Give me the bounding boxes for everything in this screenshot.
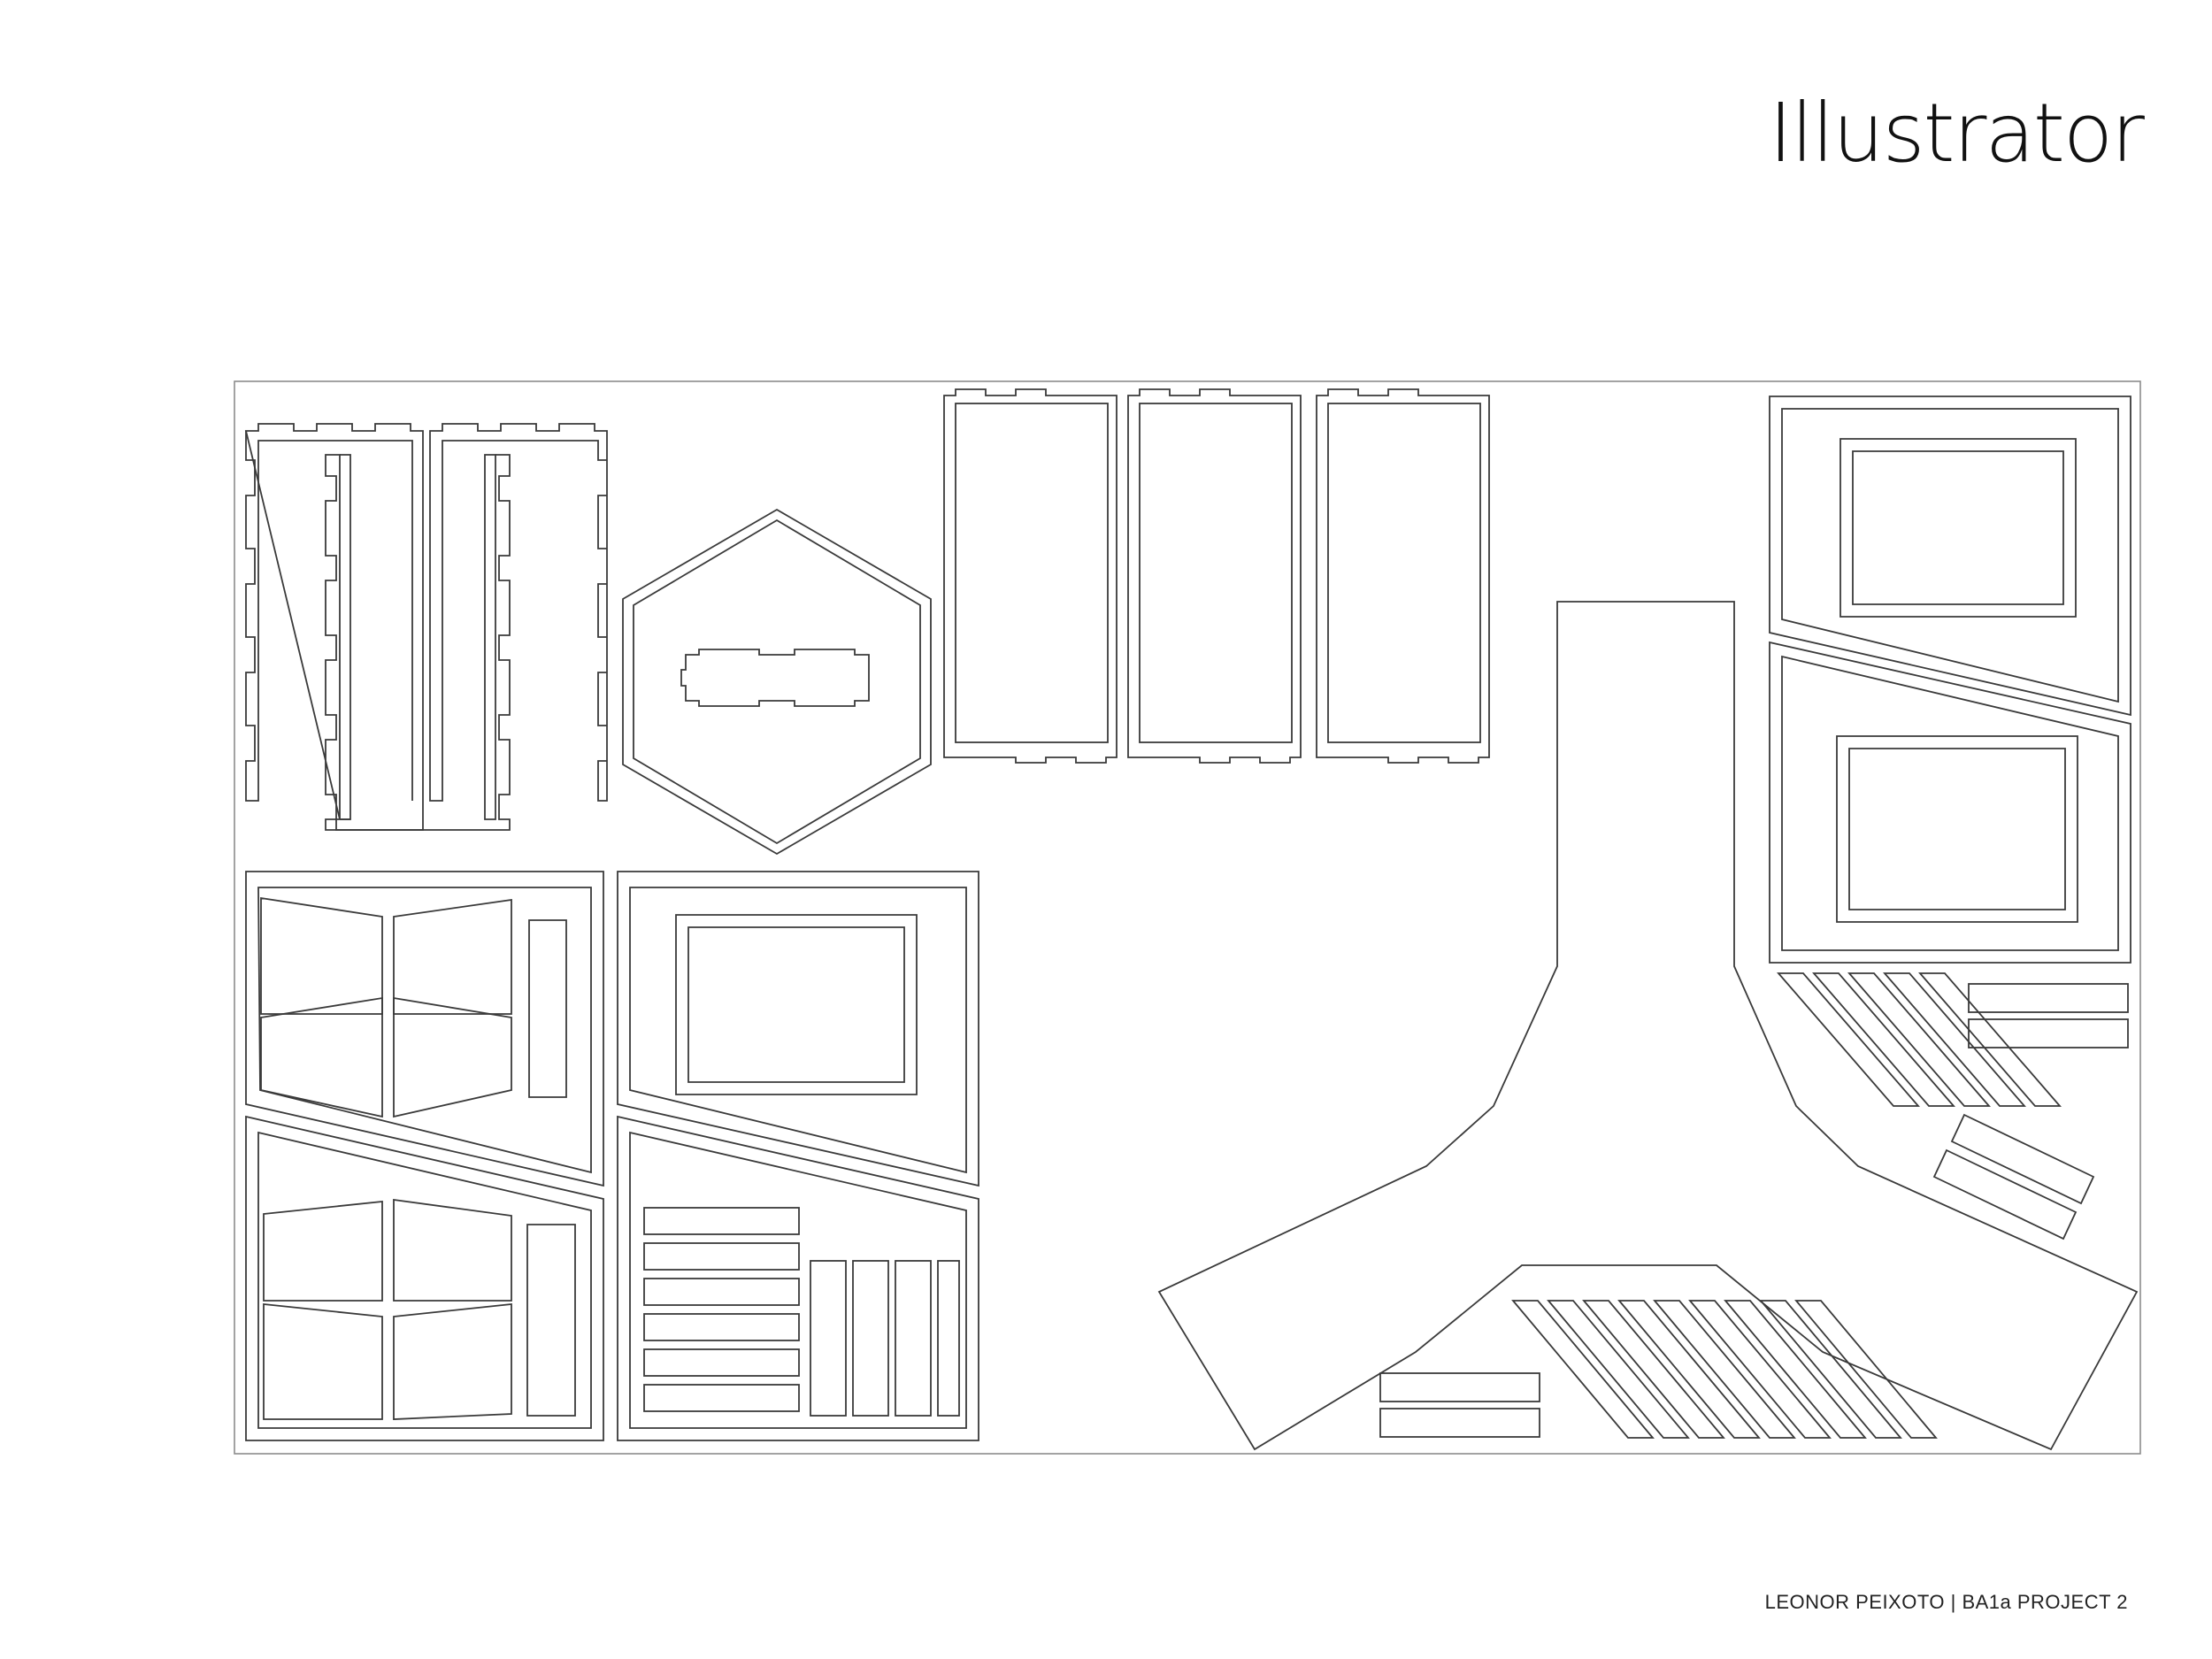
- sheet-border: [234, 380, 2141, 1455]
- credit-footer: LEONOR PEIXOTO | BA1a PROJECT 2: [1764, 1591, 2128, 1613]
- rectangular-frame-panel: [943, 388, 1118, 764]
- rectangular-frame-panel: [1127, 388, 1302, 764]
- window-panel: [617, 871, 979, 1187]
- page-title: Illustrator: [1769, 86, 2145, 180]
- window-panel: [1769, 396, 2131, 717]
- s-pieces-panel: [245, 871, 604, 1187]
- s-pieces-panel: [245, 1115, 604, 1441]
- comb-pieces: [1511, 972, 2062, 1439]
- slats-panel: [617, 1115, 979, 1441]
- slot-strips: [1379, 983, 2129, 1438]
- tall-side-panel: [335, 423, 608, 831]
- rectangular-frame-panel: [1316, 388, 1490, 764]
- hexagon-panel: [622, 508, 932, 856]
- y-shaped-base: [1157, 601, 2139, 1451]
- window-panel: [1769, 641, 2131, 964]
